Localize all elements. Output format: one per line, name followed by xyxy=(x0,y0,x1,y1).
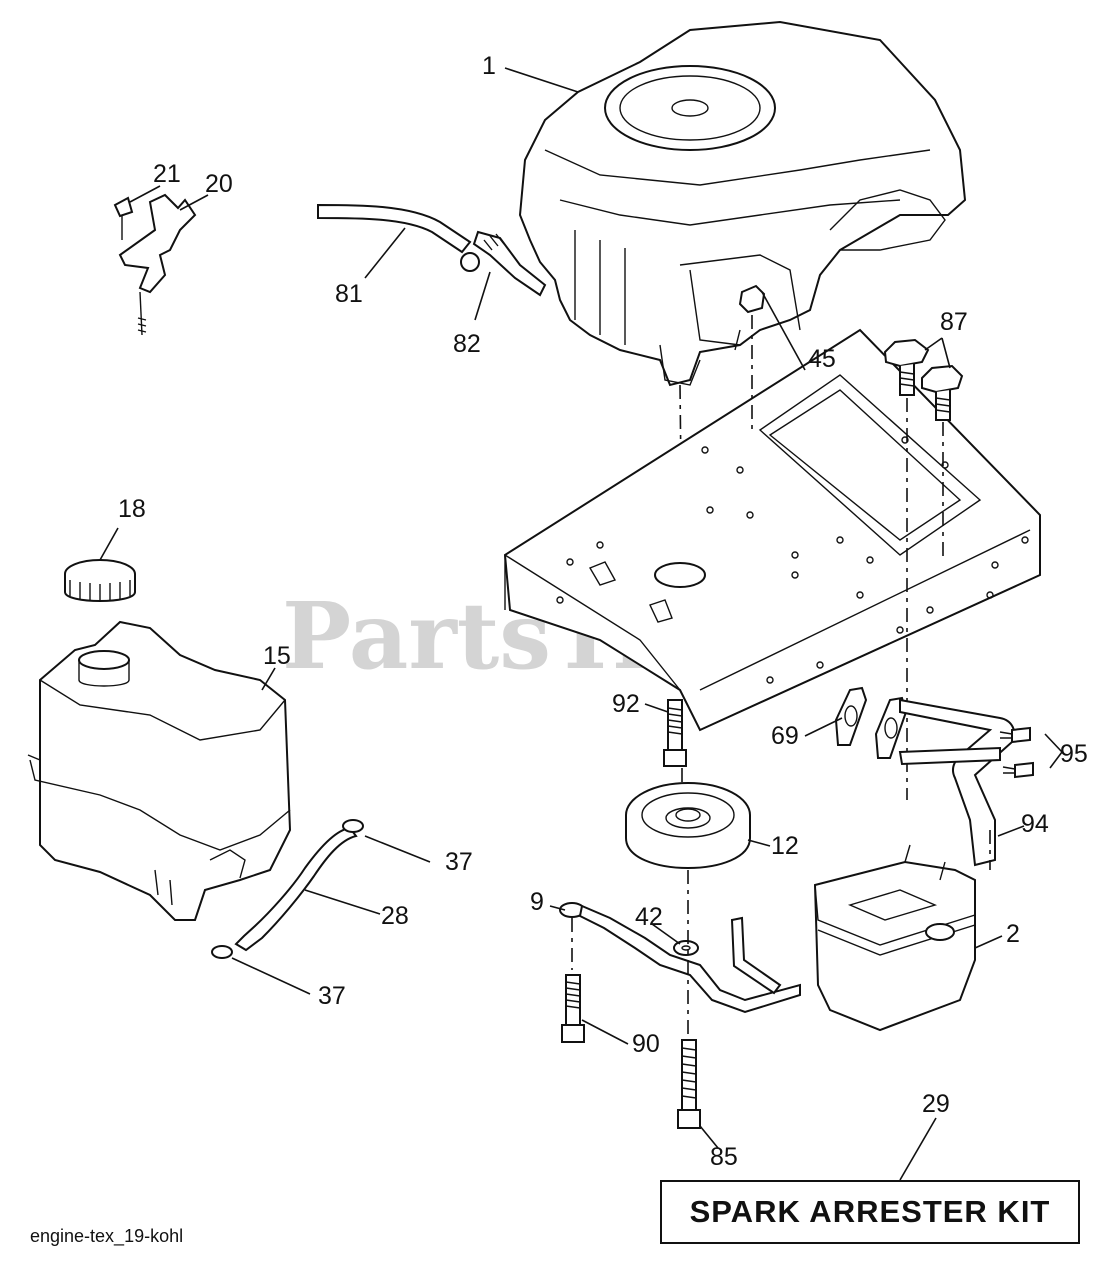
callout-28: 28 xyxy=(381,902,409,930)
callout-69: 69 xyxy=(771,722,799,750)
fuel-fitting[interactable] xyxy=(460,230,547,297)
callout-15: 15 xyxy=(263,642,291,670)
callout-42: 42 xyxy=(635,903,663,931)
bolts-95[interactable] xyxy=(999,726,1034,779)
tank-hose[interactable] xyxy=(234,826,358,952)
callout-90: 90 xyxy=(632,1030,660,1058)
throttle-bracket[interactable] xyxy=(113,193,197,336)
bolt-85[interactable] xyxy=(677,1039,701,1129)
callout-85: 85 xyxy=(710,1143,738,1171)
fuel-cap[interactable] xyxy=(64,559,136,602)
callout-45: 45 xyxy=(808,345,836,373)
spark-arrester-kit-box[interactable]: SPARK ARRESTER KIT xyxy=(660,1180,1080,1244)
exhaust-gaskets[interactable] xyxy=(834,686,908,759)
callout-92: 92 xyxy=(612,690,640,718)
callout-21: 21 xyxy=(153,160,181,188)
callout-87: 87 xyxy=(940,308,968,336)
knob-bolt[interactable] xyxy=(883,338,964,421)
callout-1: 1 xyxy=(482,52,496,80)
washer-42[interactable] xyxy=(673,940,699,956)
bolt-90[interactable] xyxy=(561,974,585,1043)
callout-20: 20 xyxy=(205,170,233,198)
callout-81: 81 xyxy=(335,280,363,308)
exhaust-pipe[interactable] xyxy=(898,698,1016,867)
bolt-92[interactable] xyxy=(663,699,687,767)
engine[interactable] xyxy=(518,20,967,387)
spark-arrester-kit-label: SPARK ARRESTER KIT xyxy=(689,1194,1051,1229)
fuel-tank[interactable] xyxy=(27,620,292,921)
callout-9: 9 xyxy=(530,888,544,916)
hose-clamp-upper[interactable] xyxy=(342,819,364,833)
fuel-hose[interactable] xyxy=(317,203,472,254)
muffler-bracket[interactable] xyxy=(559,902,801,1014)
leader-lines xyxy=(99,67,1063,1181)
callout-18: 18 xyxy=(118,495,146,523)
muffler[interactable] xyxy=(813,844,976,1032)
callout-29: 29 xyxy=(922,1090,950,1118)
callout-37-lower: 37 xyxy=(318,982,346,1010)
callout-82: 82 xyxy=(453,330,481,358)
callout-94: 94 xyxy=(1021,810,1049,838)
hex-nut[interactable] xyxy=(738,284,766,314)
diagram-code: engine-tex_19-kohl xyxy=(30,1226,184,1246)
callout-12: 12 xyxy=(771,832,799,860)
pulley[interactable] xyxy=(625,782,751,869)
callout-37-upper: 37 xyxy=(445,848,473,876)
callout-2: 2 xyxy=(1006,920,1020,948)
hose-clamp-lower[interactable] xyxy=(211,945,233,959)
callout-95: 95 xyxy=(1060,740,1088,768)
